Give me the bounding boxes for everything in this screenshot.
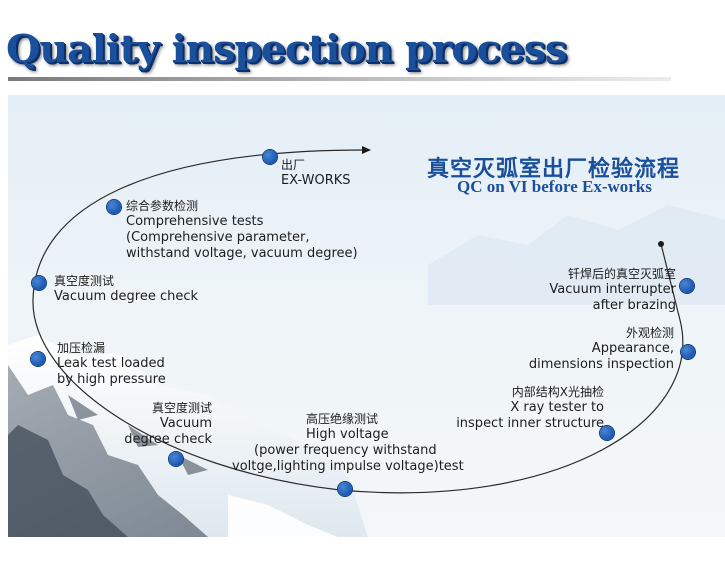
step-en: inspect inner structure bbox=[456, 416, 604, 431]
step-label-leak-test: 加压检漏 Leak test loaded by high pressure bbox=[57, 340, 166, 388]
step-label-vacuum-upper: 真空度测试 Vacuum degree check bbox=[54, 273, 198, 305]
mountain-background bbox=[8, 205, 725, 537]
step-cn: 钎焊后的真空灭弧室 bbox=[567, 267, 676, 281]
step-cn: 出厂 bbox=[281, 158, 306, 172]
step-dot bbox=[169, 452, 183, 466]
arrow-head bbox=[362, 146, 371, 154]
step-dot bbox=[107, 200, 121, 214]
page-title: Quality inspection process bbox=[6, 26, 567, 71]
step-dot bbox=[680, 279, 694, 293]
step-dot bbox=[338, 482, 352, 496]
step-cn: 真空度测试 bbox=[54, 274, 115, 288]
step-cn: 加压检漏 bbox=[57, 341, 106, 355]
step-en: degree check bbox=[124, 432, 212, 447]
step-cn: 综合参数检测 bbox=[126, 199, 199, 213]
step-cn: 内部结构X光抽检 bbox=[511, 385, 604, 399]
step-en: Vacuum interrupter bbox=[549, 282, 676, 297]
step-en: High voltage bbox=[306, 427, 389, 442]
start-point bbox=[658, 241, 664, 247]
header-divider bbox=[8, 77, 671, 81]
step-label-high-voltage: 高压绝缘测试 High voltage (power frequency wit… bbox=[232, 411, 472, 475]
step-en: voltge,lighting impulse voltage)test bbox=[232, 459, 464, 474]
step-en: X ray tester to bbox=[510, 400, 604, 415]
step-cn: 外观检测 bbox=[625, 326, 674, 340]
diagram-title-en: QC on VI before Ex-works bbox=[457, 177, 652, 196]
step-en: withstand voltage, vacuum degree) bbox=[126, 246, 358, 261]
step-label-vacuum-lower: 真空度测试 Vacuum degree check bbox=[110, 400, 212, 448]
step-en: Vacuum degree check bbox=[54, 289, 199, 304]
step-en: Appearance, bbox=[591, 341, 674, 356]
step-en: (Comprehensive parameter, bbox=[126, 230, 310, 245]
step-en: dimensions inspection bbox=[528, 357, 674, 372]
diagram-title-cn: 真空灭弧室出厂检验流程 bbox=[427, 157, 681, 182]
step-en: EX-WORKS bbox=[281, 173, 351, 188]
step-dot bbox=[600, 426, 614, 440]
step-en: Comprehensive tests bbox=[126, 214, 264, 229]
step-label-xray: 内部结构X光抽检 X ray tester to inspect inner s… bbox=[440, 384, 604, 432]
step-cn: 高压绝缘测试 bbox=[306, 412, 379, 426]
step-cn: 真空度测试 bbox=[151, 401, 212, 415]
step-label-comprehensive: 综合参数检测 Comprehensive tests (Comprehensiv… bbox=[126, 198, 358, 262]
step-dot bbox=[681, 345, 695, 359]
step-en: after brazing bbox=[592, 298, 676, 313]
step-label-ex-works: 出厂 EX-WORKS bbox=[281, 157, 351, 189]
step-label-appearance: 外观检测 Appearance, dimensions inspection bbox=[510, 325, 674, 373]
step-en: Leak test loaded bbox=[57, 356, 165, 371]
step-en: Vacuum bbox=[159, 416, 212, 431]
diagram-panel bbox=[8, 95, 725, 537]
step-en: by high pressure bbox=[57, 372, 166, 387]
step-label-brazing: 钎焊后的真空灭弧室 Vacuum interrupter after brazi… bbox=[530, 266, 676, 314]
loop-line bbox=[32, 149, 684, 494]
step-dot bbox=[31, 352, 45, 366]
step-en: (power frequency withstand bbox=[254, 443, 437, 458]
step-dot bbox=[263, 150, 277, 164]
step-dot bbox=[32, 276, 46, 290]
